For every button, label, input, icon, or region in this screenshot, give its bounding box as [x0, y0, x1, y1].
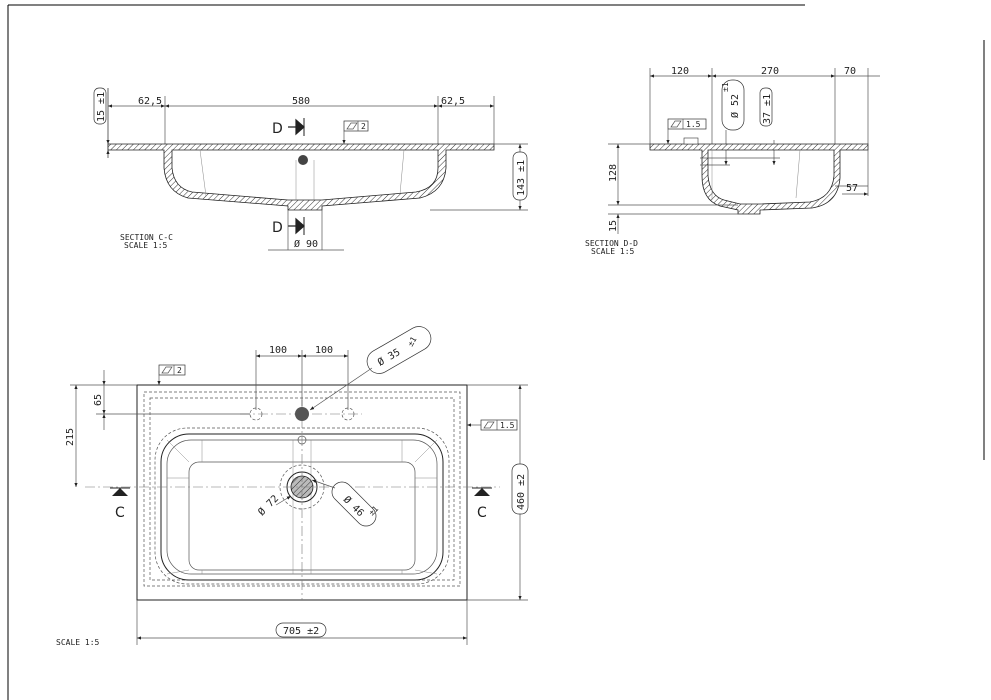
sheet-border	[7, 4, 985, 700]
flatness-frame-dd	[667, 118, 707, 130]
flatness-frame-top	[158, 364, 186, 376]
section-arrow-d-bottom	[288, 217, 305, 235]
dim-left-hole-spacing: 100	[269, 345, 287, 356]
dim-tap-offset: 65	[93, 394, 104, 406]
plan-scale: SCALE 1:5	[56, 638, 100, 647]
section-cc-title: SECTION C-C	[120, 233, 173, 242]
section-cc: 62,5 580 62,5 15 ±1 143 ±1 D D Ø 90	[93, 87, 528, 251]
section-cc-scale: SCALE 1:5	[124, 241, 168, 250]
dim-right-rim: 62,5	[441, 96, 465, 107]
dim-rim-dd: 15	[608, 220, 619, 232]
dim-tap-tol: ±1	[406, 335, 419, 348]
section-dd-title: SECTION D-D	[585, 239, 638, 248]
dim-height-dd: 128	[608, 164, 619, 182]
section-marker-d-top: D	[272, 121, 283, 137]
overflow-outlet	[297, 435, 307, 445]
dim-basin-depth: 143 ±1	[516, 160, 527, 196]
dim-front-lip-dd: 57	[846, 183, 858, 194]
section-arrow-d-top	[288, 118, 305, 136]
section-dd-scale: SCALE 1:5	[591, 247, 635, 256]
basin-profile-cc	[107, 143, 495, 211]
dim-bowl-depth: 270	[761, 66, 779, 77]
flatness-tol-cc: 2	[361, 122, 366, 131]
dim-hole-height-dd: 37 ±1	[762, 94, 773, 124]
flatness-tol-right: 1.5	[500, 421, 515, 430]
section-arrow-c-left	[112, 488, 128, 496]
dim-right-hole-spacing: 100	[315, 345, 333, 356]
dim-centre-offset: 215	[65, 428, 76, 446]
dim-back-ledge: 120	[671, 66, 689, 77]
dim-drain-diameter: Ø 90	[294, 238, 318, 250]
dim-drain-outer: Ø 72	[256, 493, 282, 519]
dim-tap-hole-dd: Ø 52	[729, 94, 741, 118]
flatness-tol-top: 2	[177, 366, 182, 375]
tap-hole-centre	[295, 407, 309, 421]
section-dd: 120 270 70 Ø 52 ±1 37 ±1 1.5 128 15	[585, 66, 880, 256]
section-marker-d-bottom: D	[272, 220, 283, 236]
dim-plan-depth: 460 ±2	[516, 474, 527, 510]
overflow-hole	[298, 155, 308, 165]
basin-profile-dd	[649, 143, 869, 215]
dim-plan-width: 705 ±2	[283, 626, 319, 637]
section-arrow-c-right	[474, 488, 490, 496]
flatness-tol-dd: 1.5	[686, 120, 701, 129]
section-marker-c-right: C	[477, 505, 487, 521]
plan-view: 100 100 Ø 35 ±1 Ø 46 ±1 Ø 72 2 1.5 65	[56, 326, 529, 647]
section-marker-c-left: C	[115, 505, 125, 521]
dim-basin-width: 580	[292, 96, 310, 107]
dim-rim-thickness: 15 ±1	[96, 92, 107, 122]
dim-left-rim: 62,5	[138, 96, 162, 107]
dim-tap-hole-tol-dd: ±1	[721, 82, 730, 92]
dim-front-ledge: 70	[844, 66, 856, 77]
flatness-frame-cc	[343, 120, 369, 132]
